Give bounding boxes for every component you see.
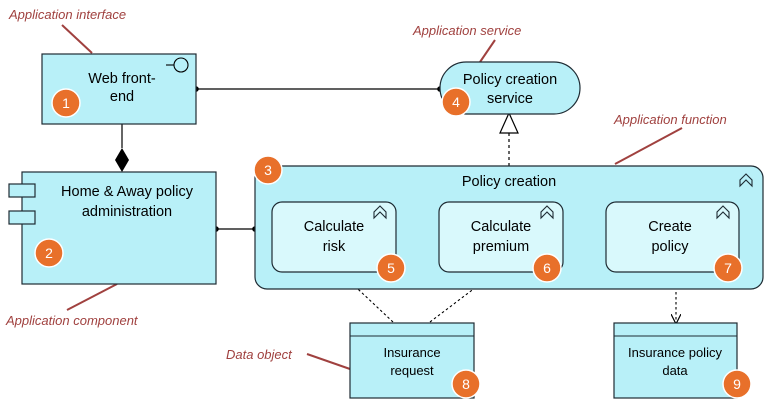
web-frontend-label-2: end bbox=[110, 89, 134, 105]
insurance-policy-data-label-2: data bbox=[662, 363, 688, 378]
badge-1: 1 bbox=[51, 88, 81, 118]
calculate-risk-label-2: risk bbox=[323, 239, 346, 255]
number-badges: 1 2 3 4 5 6 7 8 bbox=[34, 87, 752, 399]
badge-6: 6 bbox=[532, 253, 562, 283]
web-frontend-element[interactable]: Web front- end bbox=[41, 53, 197, 125]
policy-creation-label: Policy creation bbox=[462, 174, 556, 190]
insurance-request-label-1: Insurance bbox=[383, 345, 440, 360]
insurance-policy-data-label-1: Insurance policy bbox=[628, 345, 722, 360]
calculate-premium-label-2: premium bbox=[473, 239, 529, 255]
badge-2: 2 bbox=[34, 238, 64, 268]
svg-text:8: 8 bbox=[462, 376, 470, 392]
component-icon bbox=[8, 183, 36, 225]
svg-text:4: 4 bbox=[452, 94, 460, 110]
composition-diamond bbox=[115, 148, 129, 172]
callout-application-service: Application service bbox=[412, 23, 521, 38]
svg-text:2: 2 bbox=[45, 245, 53, 261]
leader-application-component bbox=[66, 283, 118, 311]
insurance-request-element[interactable]: Insurance request bbox=[349, 322, 475, 399]
callout-application-function: Application function bbox=[613, 112, 727, 127]
leader-application-interface bbox=[61, 24, 93, 54]
callout-application-interface: Application interface bbox=[8, 7, 126, 22]
create-policy-label-2: policy bbox=[651, 239, 689, 255]
interface-icon bbox=[166, 57, 189, 73]
policy-service-label-1: Policy creation bbox=[463, 72, 557, 88]
policy-service-box bbox=[439, 61, 581, 115]
callout-data-object: Data object bbox=[226, 347, 293, 362]
web-frontend-label-1: Web front- bbox=[88, 71, 156, 87]
calculate-premium-label-1: Calculate bbox=[471, 219, 531, 235]
function-icon bbox=[540, 205, 554, 220]
calculate-risk-element[interactable]: Calculate risk bbox=[271, 201, 397, 273]
calculate-risk-label-1: Calculate bbox=[304, 219, 364, 235]
badge-8: 8 bbox=[451, 369, 481, 399]
leader-application-function bbox=[614, 127, 683, 165]
svg-text:6: 6 bbox=[543, 260, 551, 276]
svg-text:7: 7 bbox=[724, 260, 732, 276]
realization-arrowhead bbox=[499, 111, 519, 134]
create-policy-label-1: Create bbox=[648, 219, 692, 235]
badge-3: 3 bbox=[253, 155, 283, 185]
insurance-policy-data-element[interactable]: Insurance policy data bbox=[613, 322, 738, 399]
create-policy-element[interactable]: Create policy bbox=[605, 201, 740, 273]
leader-application-service bbox=[479, 39, 496, 63]
create-policy-box bbox=[605, 201, 740, 273]
svg-text:1: 1 bbox=[62, 95, 70, 111]
component-element[interactable]: Home & Away policy administration bbox=[8, 171, 217, 285]
function-icon bbox=[373, 205, 387, 220]
function-icon bbox=[716, 205, 730, 220]
callout-application-component: Application component bbox=[5, 313, 139, 328]
badge-4: 4 bbox=[441, 87, 471, 117]
badge-5: 5 bbox=[376, 253, 406, 283]
calculate-premium-box bbox=[438, 201, 564, 273]
badge-9: 9 bbox=[722, 369, 752, 399]
svg-text:9: 9 bbox=[733, 376, 741, 392]
callout-labels: Application interface Application servic… bbox=[5, 7, 727, 362]
function-icon bbox=[739, 173, 753, 188]
insurance-request-label-2: request bbox=[390, 363, 434, 378]
calculate-risk-box bbox=[271, 201, 397, 273]
policy-service-element[interactable]: Policy creation service bbox=[439, 61, 581, 115]
badge-7: 7 bbox=[713, 253, 743, 283]
policy-service-label-2: service bbox=[487, 91, 533, 107]
component-label-1: Home & Away policy bbox=[61, 184, 194, 200]
svg-text:5: 5 bbox=[387, 260, 395, 276]
insurance-policy-data-box bbox=[613, 322, 738, 399]
calculate-premium-element[interactable]: Calculate premium bbox=[438, 201, 564, 273]
component-label-2: administration bbox=[82, 204, 172, 220]
leader-data-object bbox=[306, 353, 351, 370]
svg-text:3: 3 bbox=[264, 162, 272, 178]
callout-leaders bbox=[61, 24, 683, 370]
